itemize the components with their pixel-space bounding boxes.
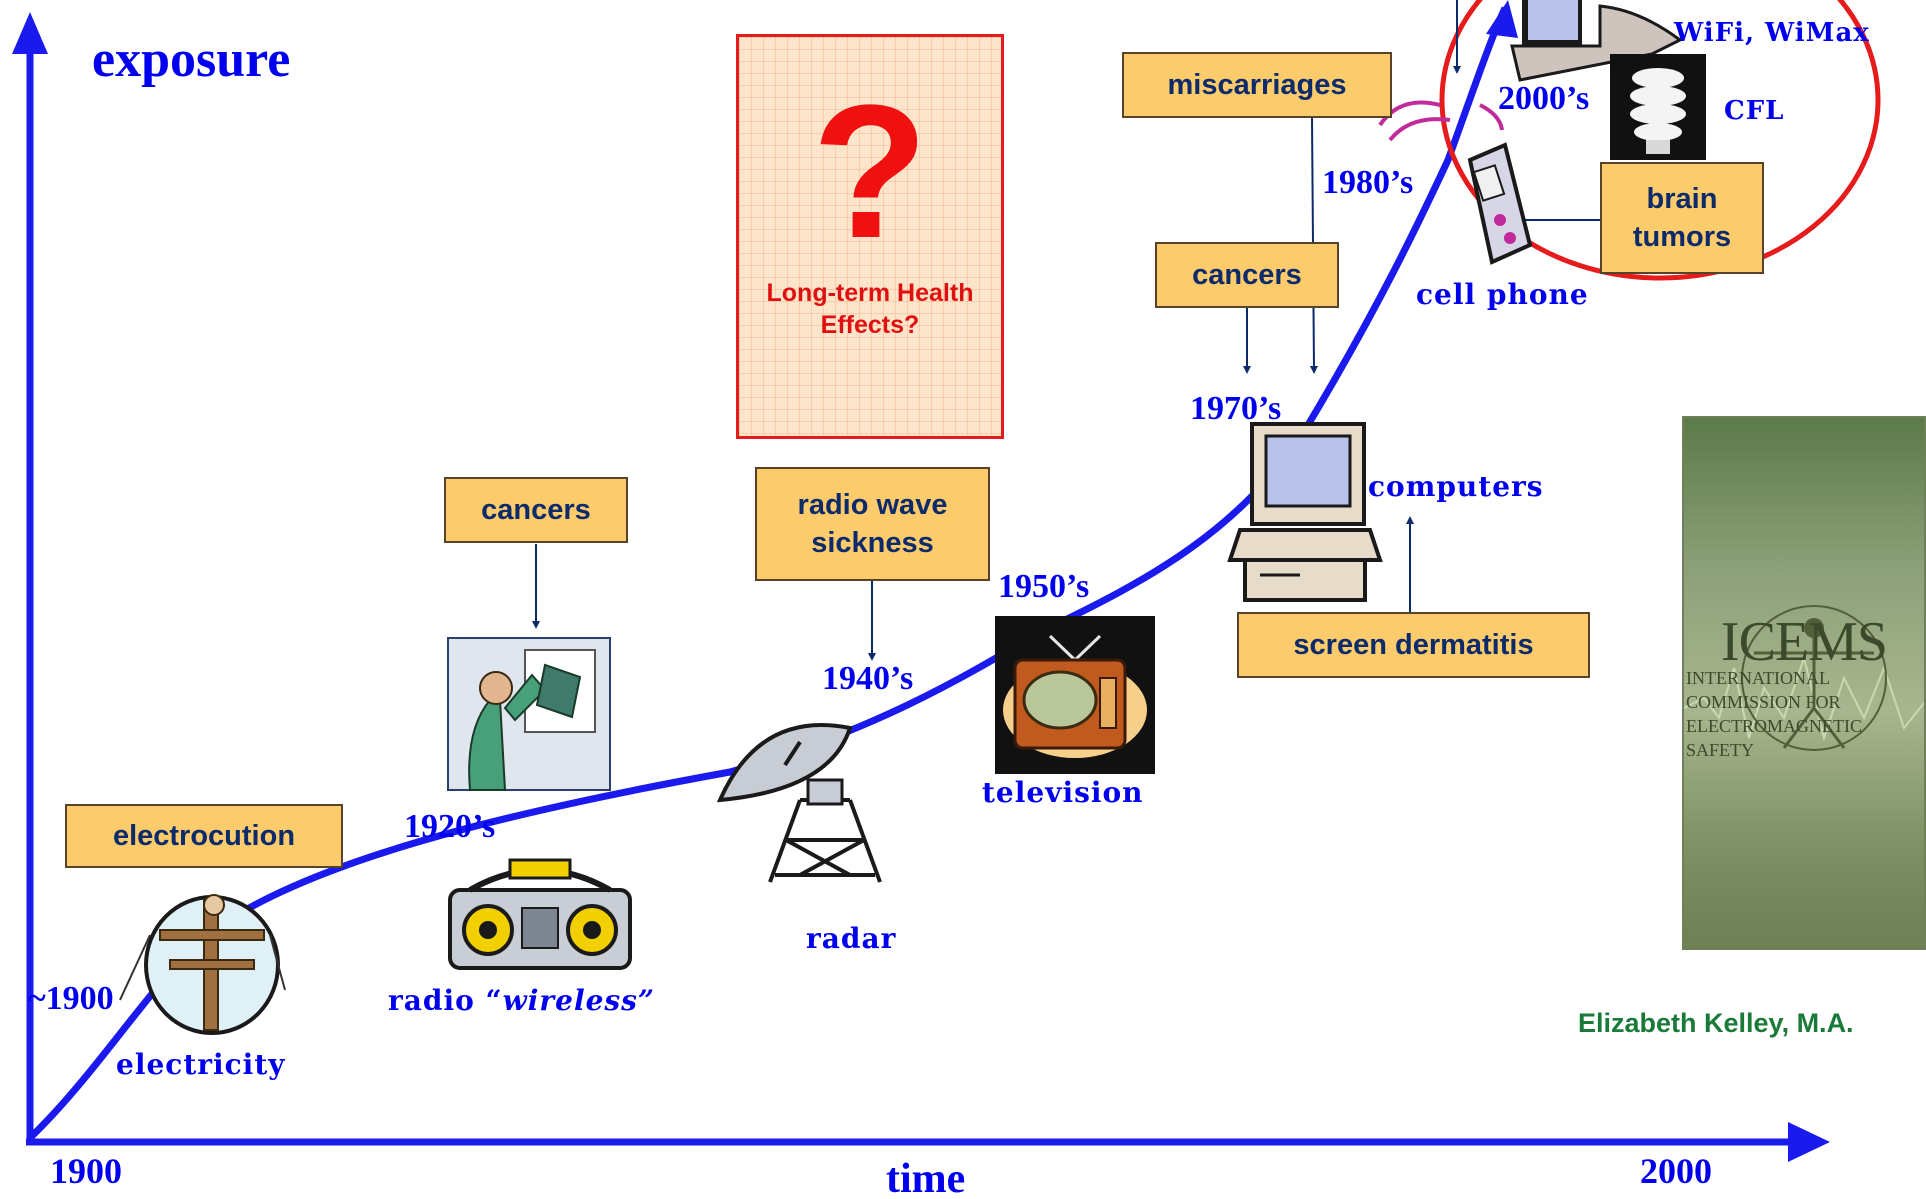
- long-term-effects-label: Long-term Health Effects?: [766, 279, 974, 339]
- icems-line-4: SAFETY: [1686, 740, 1755, 760]
- question-mark-icon: ?: [811, 66, 929, 278]
- effect-box-cancers-1920s: cancers: [444, 477, 628, 543]
- icems-full-name: INTERNATIONAL COMMISSION FOR ELECTROMAGN…: [1684, 666, 1924, 762]
- vitruvian-figure-icon: [1684, 605, 1924, 751]
- icems-line-2: COMMISSION FOR: [1686, 692, 1841, 712]
- xray-man-icon: [447, 637, 611, 791]
- tech-label-electricity: electricity: [116, 1048, 286, 1081]
- cell-phone-icon: [1378, 100, 1533, 265]
- era-label-1920s: 1920’s: [404, 808, 496, 845]
- effect-box-cancers-1970s: cancers: [1155, 242, 1339, 308]
- icems-acronym: ICEMS: [1720, 611, 1888, 673]
- highlight-circle: [1439, 0, 1881, 281]
- icems-line-1: INTERNATIONAL: [1686, 668, 1830, 688]
- tech-label-radio-wireless: wireless”: [502, 984, 656, 1017]
- utility-pole-icon: [119, 894, 286, 1035]
- effect-box-miscarriages: miscarriages: [1122, 52, 1392, 118]
- radar-dish-icon: [716, 723, 882, 883]
- effect-label-electrocution: electrocution: [112, 820, 296, 852]
- effect-label-brain-tumors: brain tumors: [1632, 183, 1732, 253]
- tech-label-television: television: [982, 776, 1144, 809]
- curve-start-label: ~1900: [28, 980, 114, 1017]
- era-label-1950s: 1950’s: [998, 568, 1090, 605]
- y-axis-title: exposure: [92, 31, 291, 88]
- effect-label-screen-dermatitis: screen dermatitis: [1293, 629, 1534, 661]
- effect-label-miscarriages: miscarriages: [1167, 69, 1347, 101]
- tech-label-cfl: CFL: [1724, 96, 1785, 126]
- television-icon: [995, 616, 1155, 774]
- effect-label-cancers-1920s: cancers: [481, 494, 591, 526]
- era-label-2000s: 2000’s: [1498, 80, 1590, 117]
- cfl-bulb-icon: [1610, 54, 1706, 160]
- tech-label-computers: computers: [1368, 470, 1544, 503]
- x-axis-arrowhead: [1788, 1122, 1830, 1162]
- curve-arrowhead: [1486, 0, 1518, 38]
- effect-box-electrocution: electrocution: [65, 804, 343, 868]
- x-axis-start-label: 1900: [50, 1151, 122, 1191]
- effect-box-screen-dermatitis: screen dermatitis: [1237, 612, 1590, 678]
- era-label-1980s: 1980’s: [1322, 164, 1414, 201]
- x-axis-end-label: 2000: [1640, 1151, 1712, 1191]
- laptop-icon: [1510, 0, 1683, 82]
- y-axis-arrowhead: [12, 12, 48, 54]
- effect-label-radio-wave-sickness: radio wave sickness: [797, 489, 948, 559]
- radio-icon: [448, 858, 632, 970]
- tech-label-radio-prefix: radio “: [388, 984, 503, 1017]
- author-credit: Elizabeth Kelley, M.A.: [1578, 1008, 1854, 1038]
- effect-box-radio-wave-sickness: radio wave sickness: [755, 467, 990, 581]
- era-label-1970s: 1970’s: [1190, 390, 1282, 427]
- era-label-1940s: 1940’s: [822, 660, 914, 697]
- tech-label-cell-phone: cell phone: [1416, 278, 1589, 311]
- tech-label-radar: radar: [806, 922, 897, 955]
- tech-label-radio: radio “wireless”: [388, 984, 655, 1017]
- icems-logo: ICEMS INTERNATIONAL COMMISSION FOR ELECT…: [1682, 416, 1926, 950]
- effect-box-brain-tumors: brain tumors: [1600, 162, 1764, 274]
- computer-icon: [1227, 422, 1383, 602]
- x-axis-title: time: [886, 1156, 966, 1199]
- effect-label-cancers-1970s: cancers: [1192, 259, 1302, 291]
- tech-label-wifi: WiFi, WiMax: [1674, 18, 1870, 48]
- long-term-effects-box: ? Long-term Health Effects?: [736, 34, 1004, 439]
- icems-line-3: ELECTROMAGNETIC: [1686, 716, 1862, 736]
